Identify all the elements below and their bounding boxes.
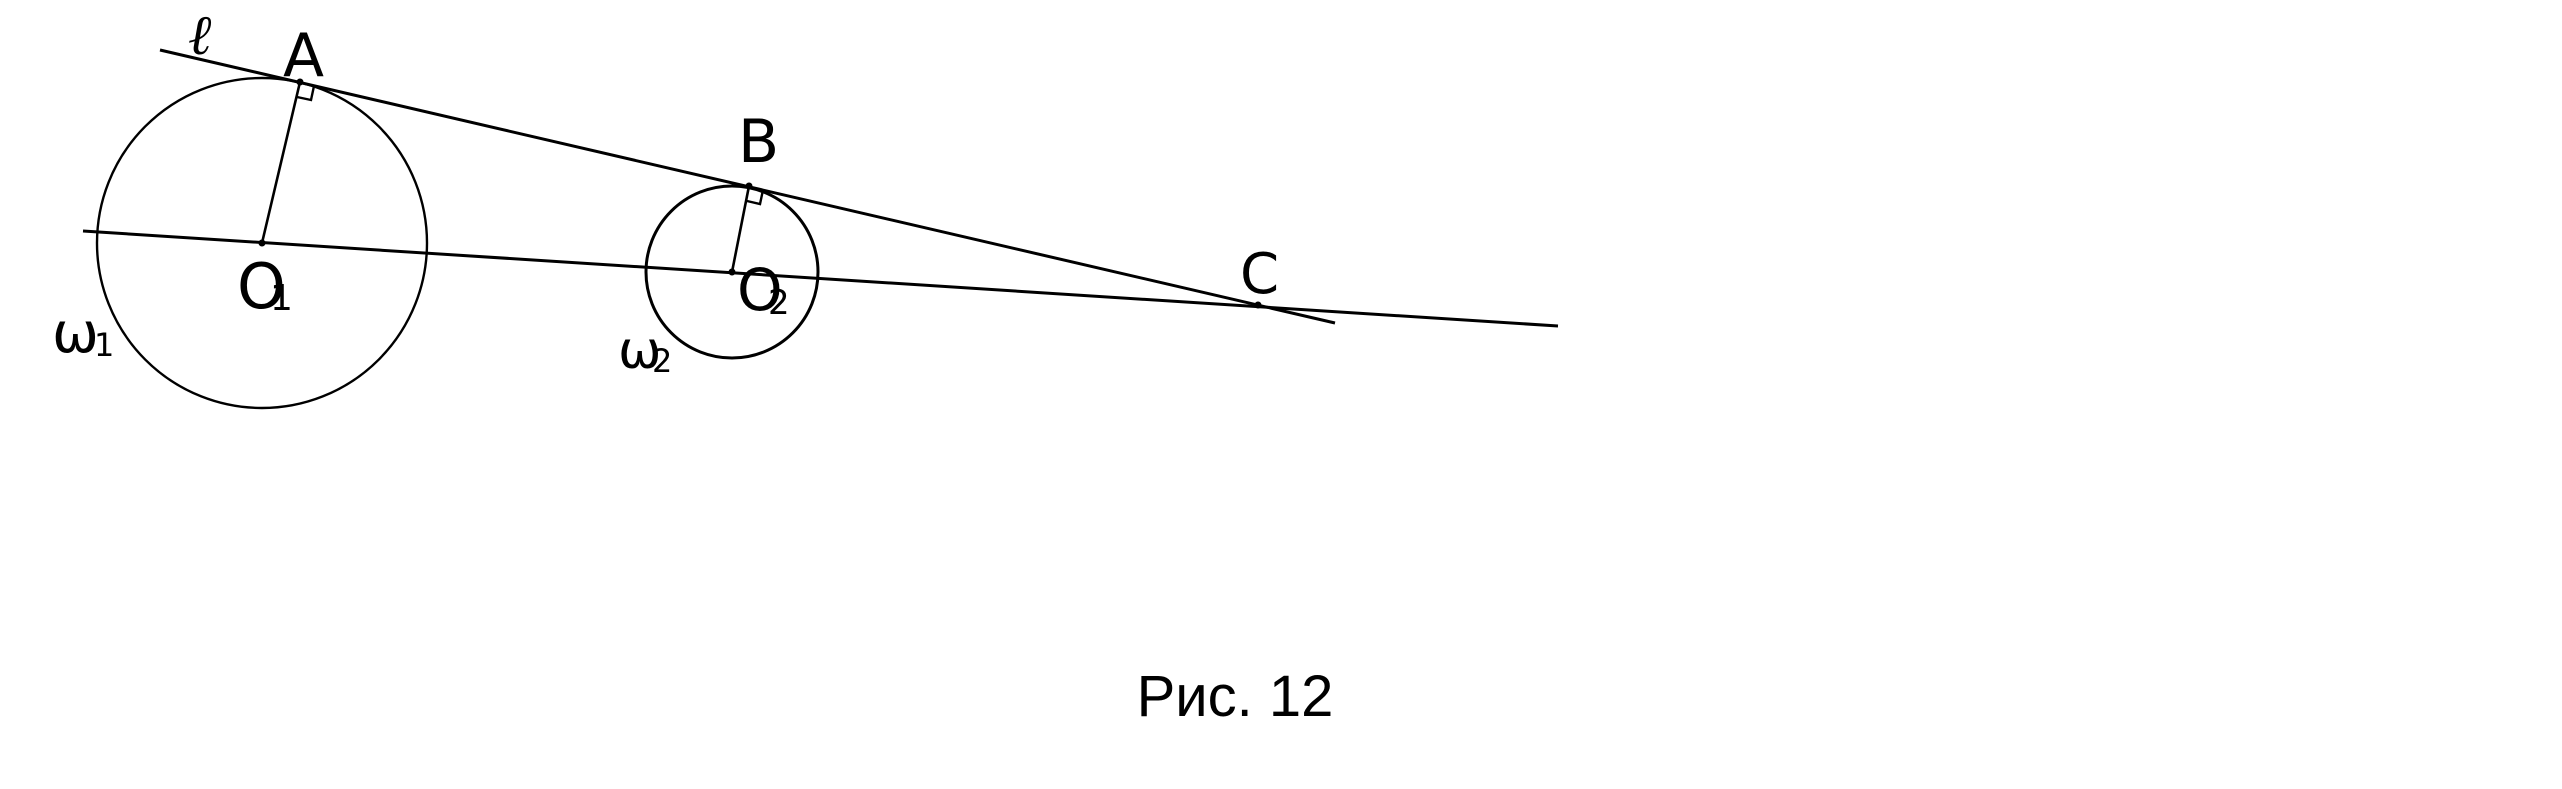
label-o2-subscript: 2: [768, 283, 790, 323]
label-omega-2: ω: [618, 321, 662, 381]
radius-o2-b: [730, 185, 751, 273]
label-omega-2-subscript: 2: [652, 342, 672, 380]
center-line: [82, 229, 1559, 328]
point-b: [745, 182, 753, 190]
label-omega-1-subscript: 1: [94, 326, 114, 364]
label-b: B: [738, 107, 779, 177]
point-a: [296, 78, 304, 86]
point-o1: [258, 239, 266, 247]
label-c: C: [1240, 242, 1279, 307]
label-line-l: ℓ: [188, 3, 212, 68]
label-a: A: [283, 21, 324, 91]
point-o2: [728, 268, 736, 276]
label-omega-1: ω: [52, 301, 99, 366]
figure-caption-text: Рис. 12: [1136, 664, 1334, 729]
circle-omega-1: [95, 76, 429, 410]
label-o2: O: [737, 256, 783, 324]
figure-caption: Рис. 12: [0, 663, 2562, 730]
radius-o1-a: [260, 81, 302, 244]
point-c: [1254, 301, 1262, 309]
label-o1: O: [237, 250, 286, 323]
circle-omega-2: [644, 184, 820, 360]
right-angle-marker-b: [746, 189, 765, 206]
right-angle-marker-a: [296, 85, 316, 102]
label-o1-subscript: 1: [270, 278, 293, 319]
